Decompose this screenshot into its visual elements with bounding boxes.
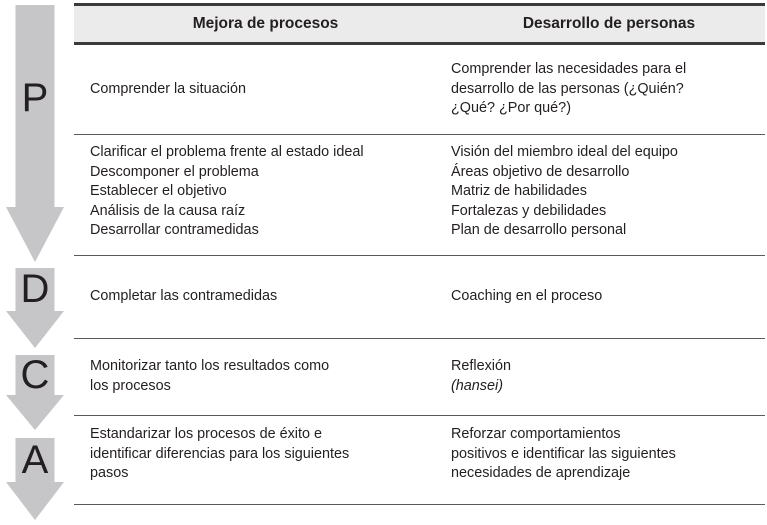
cell-line: los procesos [90,378,171,394]
arrow-down-icon [6,5,64,262]
cell-line: Descomponer el problema [90,163,259,180]
table-bottom-rule [74,504,765,505]
cell-line: positivos e identificar las siguientes [451,445,676,462]
cell-line: Monitorizar tanto los resultados como [90,358,330,375]
cell-line: Establecer el objetivo [90,183,227,200]
arrow-letter-d: D [20,267,50,311]
cell-check-process: Monitorizar tanto los resultados como lo… [74,339,447,415]
cell-line: Plan de desarrollo personal [451,222,627,239]
cell-line: Visión del miembro ideal del equipo [451,144,678,160]
arrow-down-icon [6,355,64,430]
cell-line: Desarrollar contramedidas [90,222,259,239]
cell-line: Fortalezas y debilidades [451,202,607,219]
cell-do-process: Completar las contramedidas [74,256,447,338]
cell-line: identificar diferencias para los siguien… [90,445,350,462]
arrow-down-icon [6,438,64,520]
cell-plan1-process: Comprender la situación [74,45,447,134]
cell-do-people: Coaching en el proceso [447,256,765,338]
cell-line: ¿Qué? ¿Por qué?) [451,100,571,117]
row-divider [74,415,765,416]
cell-line: Estandarizar los procesos de éxito e [90,426,322,442]
arrow-plan: P [6,5,64,262]
arrow-down-icon [6,268,64,348]
cell-line-italic: (hansei) [451,378,503,394]
arrow-act: A [6,438,64,520]
cell-plan1-people: Comprender las necesidades para el desar… [447,45,765,134]
table-row: Clarificar el problema frente al estado … [74,135,765,255]
cell-line: Clarificar el problema frente al estado … [90,144,364,160]
table-header-row: Mejora de procesos Desarrollo de persona… [74,6,765,42]
arrow-do: D [6,268,64,348]
table-top-rule [74,3,765,6]
cell-line: Reforzar comportamientos [451,426,621,442]
table-row: Completar las contramedidas Coaching en … [74,256,765,338]
arrow-letter-p: P [21,76,49,120]
cell-plan2-process: Clarificar el problema frente al estado … [74,143,447,255]
cell-line: Reflexión [451,358,511,375]
cell-line: necesidades de aprendizaje [451,465,631,482]
cell-act-process: Estandarizar los procesos de éxito e ide… [74,425,447,504]
table-row: Monitorizar tanto los resultados como lo… [74,339,765,415]
header-cell-people-development: Desarrollo de personas [522,15,696,32]
cell-line: Coaching en el proceso [451,288,603,305]
cell-line: Matriz de habilidades [451,183,587,200]
arrow-check: C [6,355,64,430]
cell-line: Comprender la situación [90,80,246,97]
table-header-bottom-rule [74,42,765,45]
arrow-letter-a: A [21,438,49,482]
row-divider [74,255,765,256]
cell-plan2-people: Visión del miembro ideal del equipo Área… [447,143,765,255]
cell-line: Comprender las necesidades para el [451,61,687,78]
cell-line: Completar las contramedidas [90,288,278,305]
cell-line: desarrollo de las personas (¿Quién? [451,80,684,97]
cell-line: Áreas objetivo de desarrollo [451,163,630,180]
cell-line: Análisis de la causa raíz [90,202,246,219]
row-divider [74,338,765,339]
table-row: Comprender la situación Comprender las n… [74,45,765,134]
arrow-letter-c: C [20,353,50,397]
row-divider [74,134,765,135]
cell-act-people: Reforzar comportamientos positivos e ide… [447,425,765,504]
cell-check-people: Reflexión (hansei) [447,339,765,415]
pdca-table: Mejora de procesos Desarrollo de persona… [74,3,765,505]
table-row: Estandarizar los procesos de éxito e ide… [74,416,765,504]
cell-line: pasos [90,465,129,482]
header-cell-process-improvement: Mejora de procesos [192,15,339,32]
pdca-arrow-column: P D C A [0,0,74,525]
